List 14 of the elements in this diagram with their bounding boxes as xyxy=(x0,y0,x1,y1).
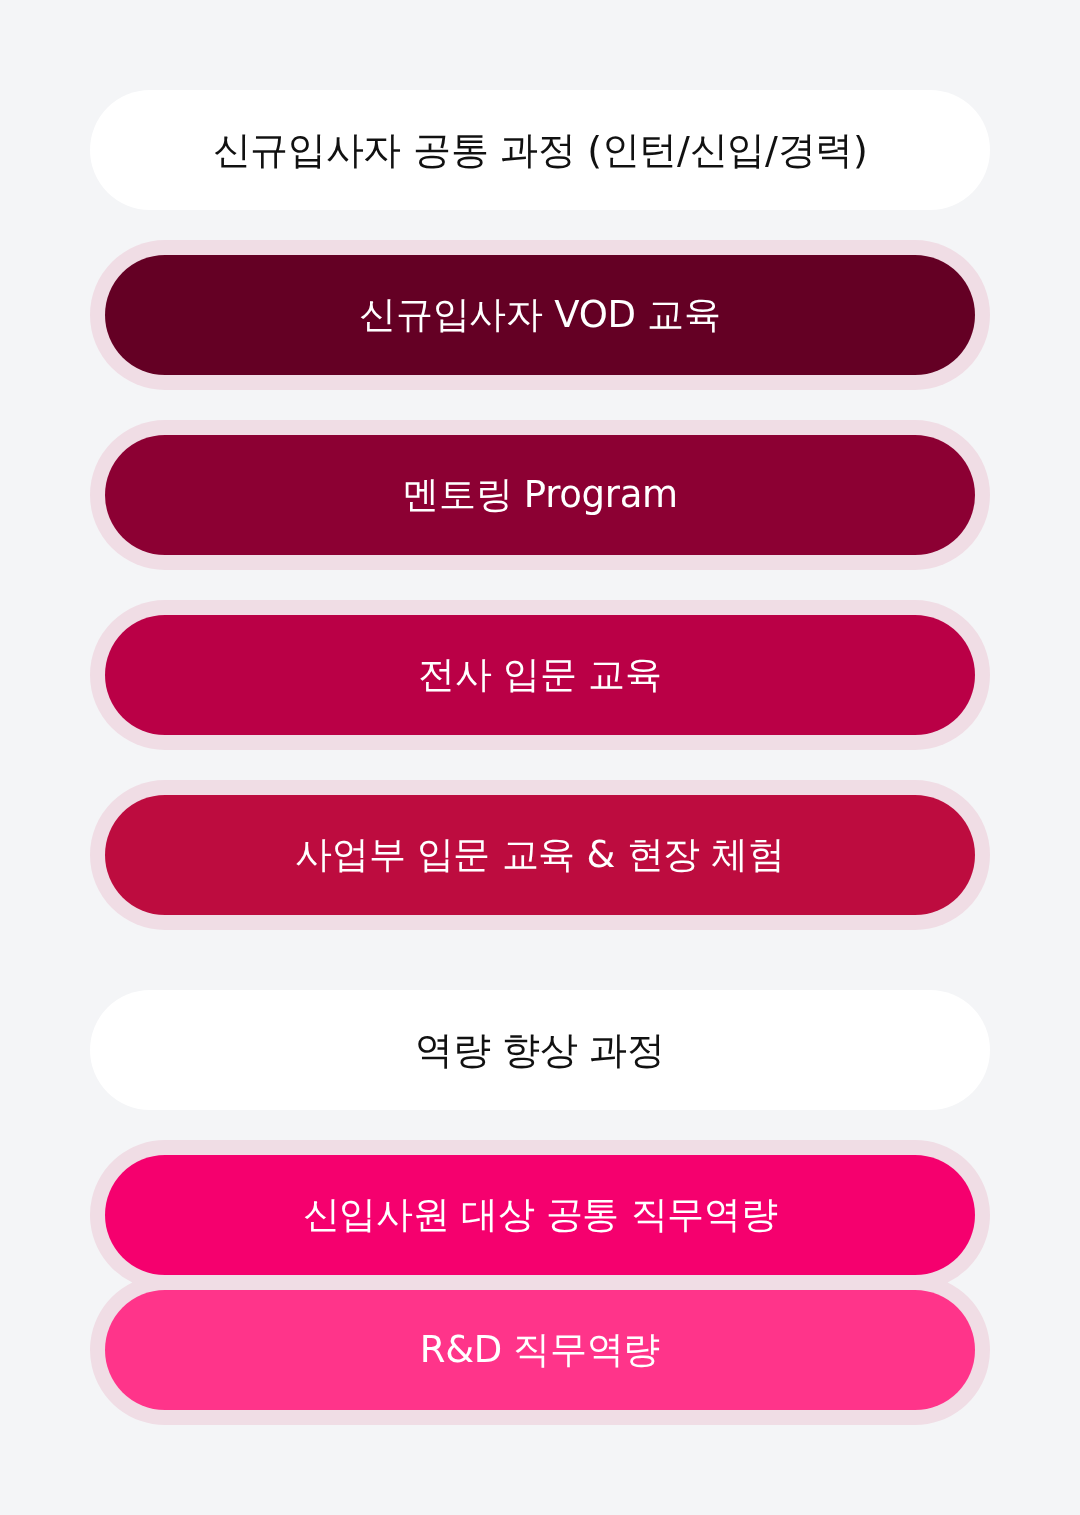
course-pill xyxy=(105,435,975,555)
course-title: 신입사원 대상 공통 직무역량 xyxy=(302,1192,778,1238)
course-pill xyxy=(105,255,975,375)
section-title: 신규입사자 공통 과정 (인턴/신입/경력) xyxy=(212,126,868,174)
course-pill xyxy=(105,795,975,915)
course-pill xyxy=(105,615,975,735)
course-title: 멘토링 Program xyxy=(402,472,678,518)
section-title: 역량 향상 과정 xyxy=(415,1026,665,1074)
course-title: 전사 입문 교육 xyxy=(418,652,662,698)
course-title: 사업부 입문 교육 & 현장 체험 xyxy=(295,832,785,878)
course-pill xyxy=(105,1155,975,1275)
course-title: 신규입사자 VOD 교육 xyxy=(359,292,721,338)
course-title: R&D 직무역량 xyxy=(419,1327,661,1373)
course-pill xyxy=(105,1290,975,1410)
